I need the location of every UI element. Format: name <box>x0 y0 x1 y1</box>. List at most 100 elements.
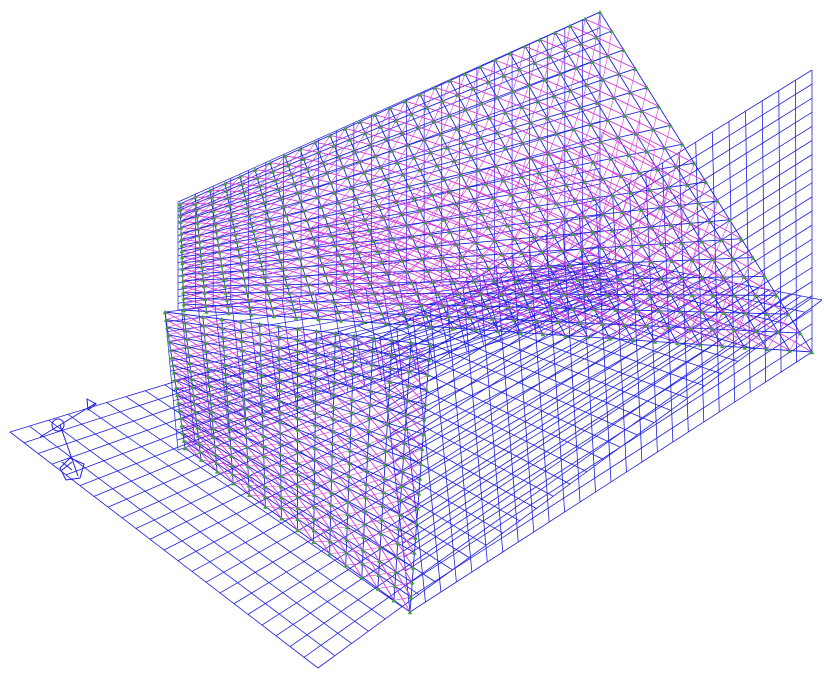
support-marker-icon <box>371 238 376 243</box>
support-marker-icon <box>478 100 484 106</box>
support-marker-icon <box>188 368 193 374</box>
support-marker-icon <box>520 140 525 145</box>
support-marker-icon <box>382 476 387 481</box>
support-marker-icon <box>643 323 649 329</box>
support-marker-icon <box>394 555 399 560</box>
support-marker-icon <box>367 281 373 286</box>
support-marker-icon <box>519 250 525 256</box>
support-marker-icon <box>361 319 366 325</box>
support-marker-icon <box>282 274 287 279</box>
support-marker-icon <box>275 249 281 255</box>
support-marker-icon <box>535 203 540 209</box>
support-marker-icon <box>762 274 768 279</box>
support-marker-icon <box>689 257 695 263</box>
support-marker-icon <box>572 163 578 169</box>
support-marker-icon <box>417 92 423 97</box>
support-marker-icon <box>352 148 357 153</box>
support-marker-icon <box>358 206 363 212</box>
support-marker-icon <box>297 256 302 261</box>
support-marker-icon <box>486 115 492 121</box>
support-marker-icon <box>187 360 192 366</box>
support-marker-icon <box>395 540 400 546</box>
support-marker-icon <box>263 504 268 509</box>
support-marker-icon <box>455 92 460 98</box>
support-marker-icon <box>244 290 250 295</box>
support-marker-icon <box>294 247 300 252</box>
support-marker-icon <box>277 257 283 263</box>
support-marker-icon <box>619 244 624 249</box>
support-marker-icon <box>378 124 383 129</box>
support-marker-icon <box>669 258 674 264</box>
support-marker-icon <box>409 234 414 239</box>
support-marker-icon <box>656 104 662 109</box>
support-marker-icon <box>720 343 725 349</box>
support-marker-icon <box>257 321 262 326</box>
support-marker-icon <box>611 95 617 100</box>
support-marker-icon <box>257 183 262 189</box>
support-marker-icon <box>357 159 362 164</box>
support-marker-icon <box>295 471 300 477</box>
support-marker-icon <box>647 187 653 193</box>
support-marker-icon <box>764 311 770 316</box>
support-marker-icon <box>630 337 635 343</box>
support-marker-icon <box>633 66 638 71</box>
support-marker-icon <box>329 490 334 495</box>
support-marker-icon <box>470 121 476 126</box>
support-marker-icon <box>397 301 402 307</box>
support-marker-icon <box>180 272 185 277</box>
front-wall-mesh <box>164 69 813 613</box>
support-marker-icon <box>335 309 341 314</box>
support-marker-icon <box>561 110 567 115</box>
support-marker-icon <box>460 214 465 220</box>
support-marker-icon <box>431 118 436 124</box>
support-marker-icon <box>668 222 674 228</box>
support-marker-icon <box>610 193 615 198</box>
support-marker-icon <box>328 526 333 532</box>
support-marker-icon <box>317 254 322 259</box>
support-marker-icon <box>261 443 266 448</box>
support-marker-icon <box>215 235 220 241</box>
support-marker-icon <box>650 127 656 132</box>
support-marker-icon <box>366 181 372 186</box>
support-marker-icon <box>178 231 184 236</box>
support-marker-icon <box>211 215 217 220</box>
support-marker-icon <box>261 463 267 469</box>
support-marker-icon <box>245 454 250 459</box>
support-marker-icon <box>393 569 399 574</box>
support-marker-icon <box>252 167 258 172</box>
support-marker-icon <box>572 198 578 203</box>
support-marker-icon <box>266 216 271 222</box>
support-marker-icon <box>349 409 354 415</box>
support-marker-icon <box>351 346 357 351</box>
support-marker-icon <box>178 207 183 213</box>
support-marker-icon <box>179 248 184 254</box>
support-marker-icon <box>483 304 489 309</box>
support-marker-icon <box>532 60 537 66</box>
support-marker-icon <box>505 223 510 228</box>
support-marker-icon <box>313 245 319 250</box>
support-marker-icon <box>363 495 368 500</box>
support-marker-icon <box>260 412 265 418</box>
support-marker-icon <box>343 550 349 555</box>
support-marker-icon <box>360 561 365 566</box>
support-marker-icon <box>600 176 605 182</box>
support-marker-icon <box>492 238 498 243</box>
support-marker-icon <box>200 314 206 319</box>
support-marker-icon <box>598 139 603 144</box>
support-marker-icon <box>239 348 245 353</box>
support-marker-icon <box>423 180 429 185</box>
support-marker-icon <box>370 349 375 354</box>
support-marker-icon <box>184 336 189 341</box>
support-marker-icon <box>332 343 338 348</box>
support-marker-icon <box>406 322 411 328</box>
support-marker-icon <box>710 256 715 262</box>
support-marker-icon <box>315 194 320 200</box>
support-marker-icon <box>238 261 244 266</box>
support-marker-icon <box>212 443 217 448</box>
support-marker-icon <box>193 201 198 206</box>
support-marker-icon <box>426 357 432 363</box>
support-marker-icon <box>511 125 517 130</box>
support-marker-icon <box>577 320 583 325</box>
